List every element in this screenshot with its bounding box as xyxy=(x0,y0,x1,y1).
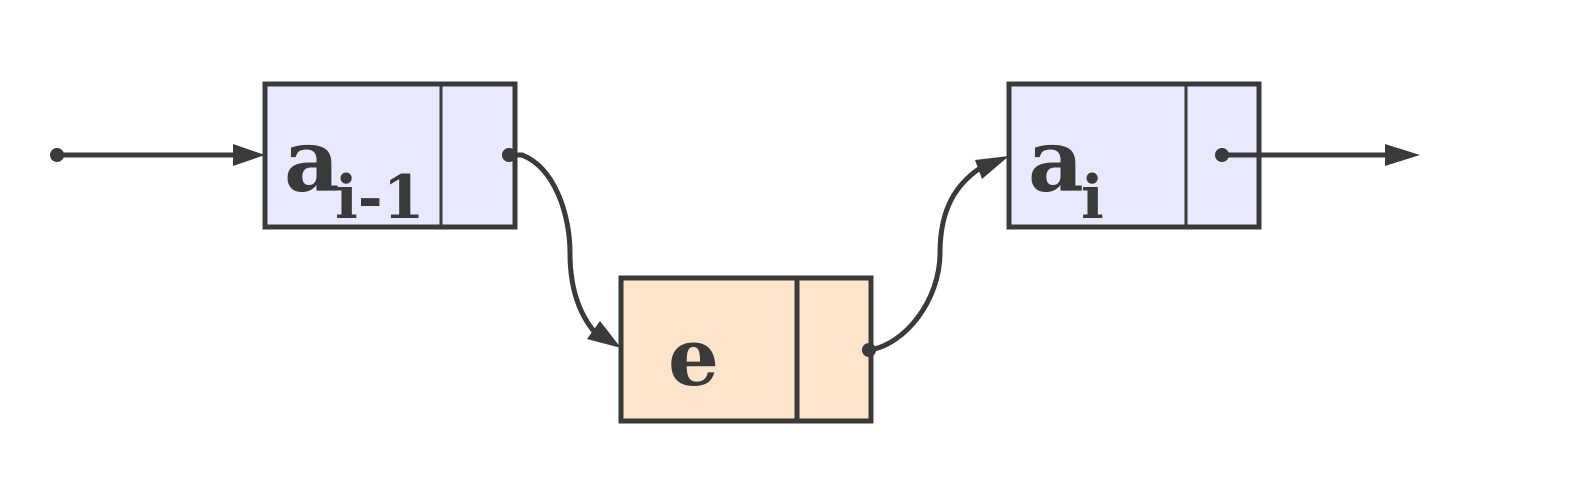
pointer-prev-to-new xyxy=(502,148,621,348)
node-prev-label: a xyxy=(284,111,340,212)
incoming-pointer xyxy=(50,144,265,166)
node-prev-subscript: i-1 xyxy=(335,163,424,233)
pointer-new-to-next xyxy=(862,156,1009,357)
node-next-subscript: i xyxy=(1081,163,1104,233)
node-new: e xyxy=(618,275,874,424)
node-prev: a i-1 xyxy=(262,81,518,233)
node-new-label: e xyxy=(668,310,719,404)
outgoing-pointer xyxy=(1215,144,1420,166)
node-next-label: a xyxy=(1028,111,1084,212)
